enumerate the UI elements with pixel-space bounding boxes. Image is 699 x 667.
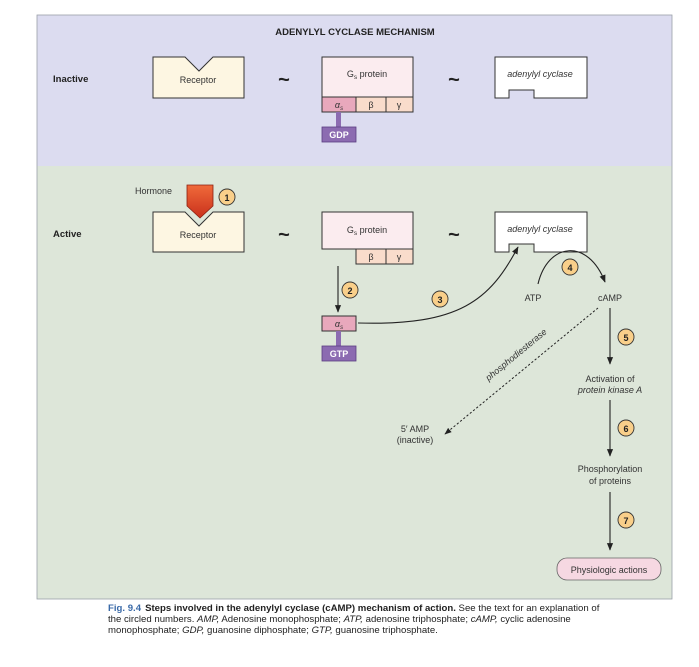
diagram-title: ADENYLYL CYCLASE MECHANISM — [275, 27, 434, 38]
physiologic-actions-box — [556, 557, 662, 581]
gdp-label: GDP — [329, 130, 349, 140]
phosphorylation-label-line1: Phosphorylation — [578, 464, 643, 474]
step-5-number: 5 — [623, 333, 628, 343]
amp-label-line2: (inactive) — [397, 435, 434, 445]
tilde-2: ~ — [448, 69, 460, 91]
physiologic-actions-label: Physiologic actions — [571, 565, 648, 575]
step-4-badge: 4 — [561, 258, 579, 276]
caption-term-gdp: GDP, — [182, 625, 205, 637]
adenylyl-cyclase-inactive-label: adenylyl cyclase — [507, 69, 573, 79]
figure-title: Steps involved in the adenylyl cyclase (… — [145, 603, 456, 614]
gamma-label-active: γ — [397, 252, 402, 262]
receptor-active — [152, 211, 245, 253]
step-6-badge: 6 — [617, 419, 635, 437]
step-3-number: 3 — [437, 295, 442, 305]
phosphorylation-label-line2: of proteins — [589, 476, 632, 486]
caption-def-gdp: guanosine diphosphate; — [204, 625, 312, 637]
gtp-label: GTP — [330, 349, 349, 359]
tilde-4: ~ — [448, 224, 460, 246]
pka-label-line2: protein kinase A — [577, 385, 642, 395]
gdp-box — [321, 126, 357, 143]
adenylyl-cyclase-active-label: adenylyl cyclase — [507, 224, 573, 234]
adenylyl-cyclase-diagram: ADENYLYL CYCLASE MECHANISM Inactive Acti… — [36, 14, 673, 600]
gamma-subunit-active — [385, 248, 414, 265]
arrow-step-3 — [357, 246, 519, 324]
caption-def-atp: adenosine triphosphate; — [362, 614, 471, 626]
gamma-label-inactive: γ — [397, 100, 402, 110]
camp-label: cAMP — [598, 293, 622, 303]
caption-def-amp: Adenosine monophosphate; — [219, 614, 344, 626]
gamma-subunit-inactive — [385, 96, 414, 113]
caption-term-gtp: GTP, — [311, 625, 333, 637]
row-label-active: Active — [53, 229, 82, 240]
row-label-inactive: Inactive — [53, 74, 88, 85]
step-1-number: 1 — [224, 193, 229, 203]
beta-label-active: β — [368, 252, 373, 262]
caption-body: See the text for an explanation of the c… — [108, 603, 600, 626]
arrow-phosphodiesterase — [444, 307, 599, 435]
adenylyl-cyclase-inactive — [494, 56, 588, 99]
step-1-badge: 1 — [218, 188, 236, 206]
tilde-3: ~ — [278, 224, 290, 246]
step-3-badge: 3 — [431, 290, 449, 308]
gdp-connector — [336, 112, 341, 127]
gs-protein-inactive — [321, 56, 414, 98]
step-7-number: 7 — [623, 516, 628, 526]
beta-label-inactive: β — [368, 100, 373, 110]
figure-number: Fig. 9.4 — [108, 603, 142, 614]
gs-protein-inactive-label: Gs protein — [347, 69, 387, 81]
hormone-shape — [186, 184, 214, 219]
adenylyl-cyclase-active — [494, 211, 588, 253]
receptor-inactive-label: Receptor — [180, 75, 217, 85]
caption-def-gtp: guanosine triphosphate. — [332, 625, 438, 637]
amp-label-line1: 5′ AMP — [401, 424, 429, 434]
alpha-label-active: αs — [335, 319, 343, 331]
tilde-1: ~ — [278, 69, 290, 91]
step-7-badge: 7 — [617, 511, 635, 529]
gtp-connector — [336, 331, 341, 346]
step-2-badge: 2 — [341, 281, 359, 299]
alpha-label-inactive: αs — [335, 100, 343, 112]
caption-term-atp: ATP, — [343, 614, 363, 626]
panel-border — [36, 14, 673, 600]
gs-protein-active — [321, 211, 414, 250]
step-5-badge: 5 — [617, 328, 635, 346]
receptor-inactive — [152, 56, 245, 99]
receptor-active-label: Receptor — [180, 230, 217, 240]
step-2-number: 2 — [347, 286, 352, 296]
arrow-step-4 — [537, 250, 606, 285]
caption-term-camp: cAMP, — [470, 614, 498, 626]
atp-label: ATP — [525, 293, 542, 303]
gtp-box — [321, 345, 357, 362]
caption-def-camp: cyclic adenosine monophosphate; — [108, 614, 571, 637]
caption-term-amp: AMP, — [197, 614, 220, 626]
step-4-number: 4 — [567, 263, 572, 273]
hormone-label: Hormone — [135, 186, 172, 196]
gs-protein-active-label: Gs protein — [347, 225, 387, 237]
pka-label-line1: Activation of — [585, 374, 635, 384]
step-6-number: 6 — [623, 424, 628, 434]
